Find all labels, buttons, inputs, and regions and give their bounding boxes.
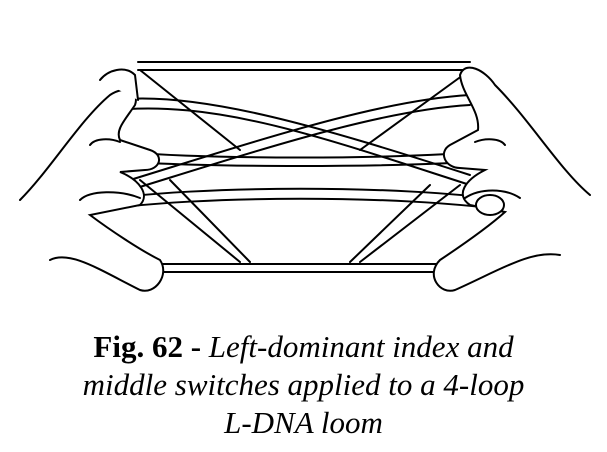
strings	[99, 61, 506, 273]
right-hand	[432, 66, 591, 292]
figure-label: Fig. 62 -	[93, 329, 202, 364]
left-hand	[19, 68, 165, 292]
caption-text-1: Left-dominant index and	[208, 329, 514, 364]
caption-line-1: Fig. 62 - Left-dominant index and	[0, 328, 607, 366]
figure-caption: Fig. 62 - Left-dominant index and middle…	[0, 328, 607, 442]
string-figure-illustration	[19, 61, 591, 292]
caption-line-2: middle switches applied to a 4-loop	[82, 367, 525, 402]
caption-line-3: L-DNA loom	[224, 405, 383, 440]
